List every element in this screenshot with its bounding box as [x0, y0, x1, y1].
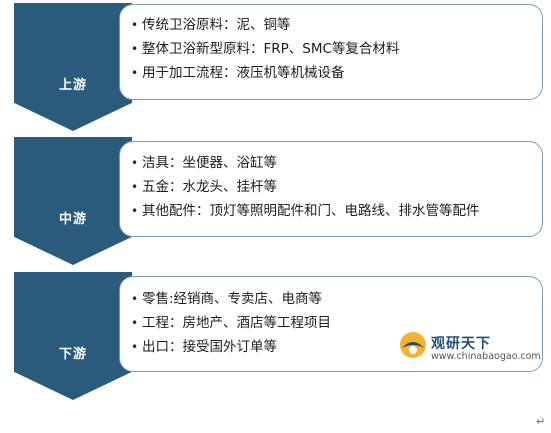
paragraph-mark: ↵: [536, 415, 546, 428]
watermark-name: 观研天下: [431, 336, 491, 352]
upstream-item: 传统卫浴原料：泥、铜等: [131, 17, 290, 33]
midstream-panel: 洁具：坐便器、浴缸等 五金：水龙头、挂杆等 其他配件：顶灯等照明配件和门、电路线…: [119, 141, 543, 237]
midstream-item: 洁具：坐便器、浴缸等: [131, 155, 277, 171]
downstream-panel: 零售:经销商、专卖店、电商等 工程：房地产、酒店等工程项目 出口：接受国外订单等: [119, 276, 543, 372]
downstream-chevron: [14, 272, 132, 400]
watermark-logo-icon: [400, 332, 426, 358]
upstream-panel: 传统卫浴原料：泥、铜等 整体卫浴新型原料：FRP、SMC等复合材料 用于加工流程…: [119, 4, 543, 100]
upstream-chevron: [14, 3, 132, 131]
upstream-item: 整体卫浴新型原料：FRP、SMC等复合材料: [131, 41, 399, 57]
downstream-item: 出口：接受国外订单等: [131, 339, 277, 355]
upstream-label: 上游: [58, 78, 87, 93]
midstream-label: 中游: [58, 212, 87, 227]
watermark-url: www.chinabaogao.com: [431, 351, 541, 362]
upstream-item: 用于加工流程：液压机等机械设备: [131, 65, 344, 81]
watermark: 观研天下 www.chinabaogao.com: [398, 330, 541, 368]
midstream-item: 其他配件：顶灯等照明配件和门、电路线、排水管等配件: [131, 203, 479, 219]
downstream-item: 工程：房地产、酒店等工程项目: [131, 315, 331, 331]
midstream-chevron: [14, 137, 132, 265]
midstream-item: 五金：水龙头、挂杆等: [131, 179, 277, 195]
downstream-item: 零售:经销商、专卖店、电商等: [131, 291, 322, 307]
downstream-label: 下游: [58, 347, 87, 362]
